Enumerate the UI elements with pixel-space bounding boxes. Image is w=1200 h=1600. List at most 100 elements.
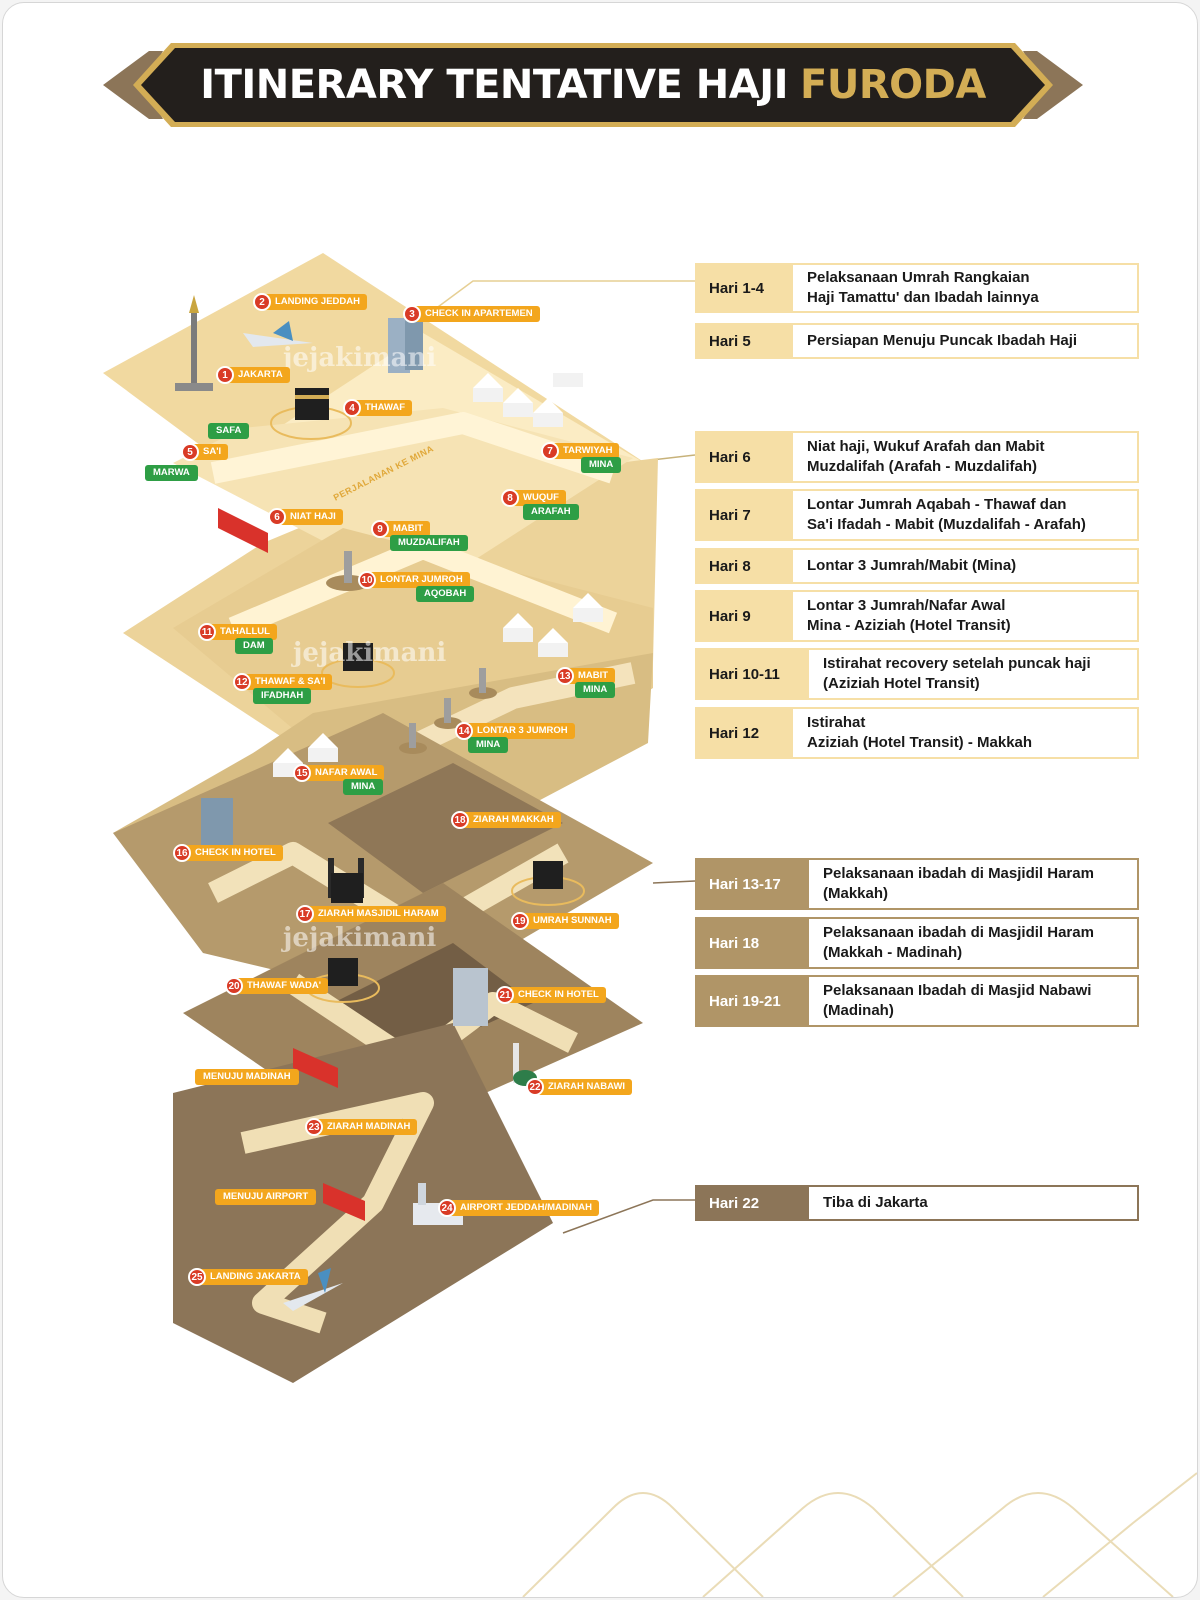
stop-label: MABIT (569, 668, 616, 684)
schedule-desc: Pelaksanaan ibadah di Masjidil Haram(Mak… (807, 917, 1139, 969)
apartment-icon (388, 308, 423, 373)
tag-marwa: MARWA (145, 465, 198, 481)
schedule-day: Hari 19-21 (695, 975, 807, 1027)
stop-label: NIAT HAJI (281, 509, 343, 525)
map-illustration (103, 253, 658, 1383)
stop-label: THAWAF (356, 400, 413, 416)
stop-number: 19 (511, 912, 529, 930)
tents-icon-tarwiyah (473, 358, 583, 427)
schedule-row: Hari 8 Lontar 3 Jumrah/Mabit (Mina) (695, 548, 1139, 584)
bus-icon-airport (323, 1183, 365, 1221)
stop-label: THAWAF WADA' (238, 978, 329, 994)
schedule-day: Hari 7 (695, 489, 791, 541)
stop-number: 3 (403, 305, 421, 323)
desc-line: Istirahat recovery setelah puncak haji (823, 655, 1091, 672)
schedule-day: Hari 13-17 (695, 858, 807, 910)
schedule-row: Hari 22 Tiba di Jakarta (695, 1185, 1139, 1221)
stop-label: ZIARAH MAKKAH (464, 812, 561, 828)
page-title: ITINERARY TENTATIVE HAJI FURODA (103, 39, 1083, 131)
tag-ifadhah: IFADHAH (253, 688, 312, 704)
desc-line: Muzdalifah (Arafah - Muzdalifah) (807, 458, 1037, 475)
desc-line: Aziziah (Hotel Transit) - Makkah (807, 734, 1033, 751)
tag-safa: SAFA (208, 423, 250, 439)
watermark: jejakimani (293, 638, 447, 668)
desc-line: (Makkah - Madinah) (823, 944, 963, 961)
stop-label: LONTAR 3 JUMROH (468, 723, 575, 739)
stop-label: TAHALLUL (211, 624, 277, 640)
schedule-row: Hari 18 Pelaksanaan ibadah di Masjidil H… (695, 917, 1139, 969)
stop-label: TARWIYAH (554, 443, 620, 459)
stop-label: MABIT (384, 521, 431, 537)
desc-line: Pelaksanaan Umrah Rangkaian (807, 269, 1030, 286)
desc-line: (Madinah) (823, 1002, 894, 1019)
plane-icon-landing-jeddah (243, 321, 313, 347)
schedule-day: Hari 5 (695, 323, 791, 359)
label-menuju-madinah: MENUJU MADINAH (195, 1069, 299, 1085)
stop-label: LONTAR JUMROH (371, 572, 470, 588)
stop-label: ZIARAH MADINAH (318, 1119, 418, 1135)
title-main: ITINERARY TENTATIVE HAJI (200, 62, 789, 108)
stop-label: AIRPORT JEDDAH/MADINAH (451, 1200, 599, 1216)
bus-icon-madinah (293, 1048, 338, 1088)
stop-number: 15 (293, 764, 311, 782)
schedule-day: Hari 8 (695, 548, 791, 584)
desc-line: Lontar 3 Jumrah/Nafar Awal (807, 597, 1006, 614)
stop-label: SA'I (194, 444, 229, 460)
schedule-day: Hari 10-11 (695, 648, 807, 700)
stop-number: 17 (296, 905, 314, 923)
watermark: jejakimani (283, 923, 437, 953)
tag-arafah: ARAFAH (523, 504, 579, 520)
stop-number: 25 (188, 1268, 206, 1286)
tag-mina-14: MINA (468, 737, 509, 753)
schedule-row: Hari 19-21 Pelaksanaan Ibadah di Masjid … (695, 975, 1139, 1027)
schedule-row: Hari 7 Lontar Jumrah Aqabah - Thawaf dan… (695, 489, 1139, 541)
stop-label: ZIARAH MASJIDIL HARAM (309, 906, 446, 922)
schedule-day: Hari 18 (695, 917, 807, 969)
monas-icon (175, 295, 213, 391)
schedule-desc: Tiba di Jakarta (807, 1185, 1139, 1221)
hotel-icon-21 (453, 968, 488, 1026)
kaaba-icon-thawaf (270, 388, 352, 440)
tag-mina-13: MINA (575, 682, 616, 698)
tag-muzdalifah: MUZDALIFAH (390, 535, 468, 551)
schedule-day: Hari 12 (695, 707, 791, 759)
schedule-desc: Lontar 3 Jumrah/Mabit (Mina) (791, 548, 1139, 584)
stop-number: 6 (268, 508, 286, 526)
stop-label: THAWAF & SA'I (246, 674, 333, 690)
stop-label: WUQUF (514, 490, 566, 506)
kaaba-icon-ifadhah (321, 643, 395, 688)
stop-number: 20 (225, 977, 243, 995)
stop-number: 11 (198, 623, 216, 641)
stop-number: 12 (233, 673, 251, 691)
watermark: jejakimani (283, 343, 437, 373)
desc-line: Pelaksanaan ibadah di Masjidil Haram (823, 865, 1094, 882)
bus-icon-niat-haji (218, 508, 268, 553)
stop-label: LANDING JAKARTA (201, 1269, 308, 1285)
stop-label: NAFAR AWAL (306, 765, 385, 781)
schedule-row: Hari 10-11 Istirahat recovery setelah pu… (695, 648, 1139, 700)
